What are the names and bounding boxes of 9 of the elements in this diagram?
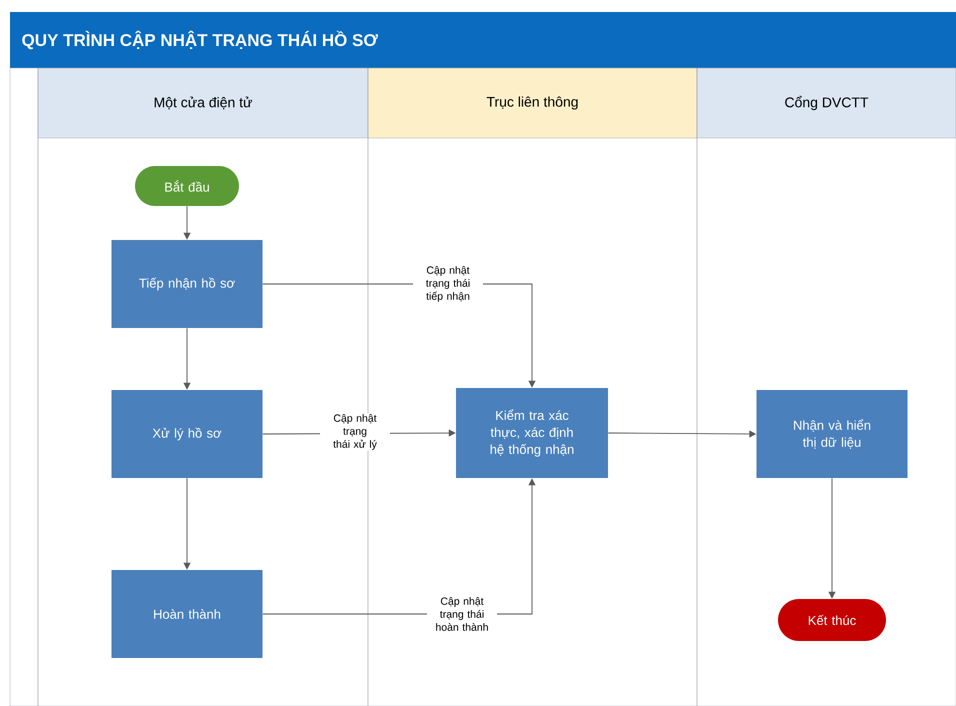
process-box: Xử lý hồ sơ bbox=[112, 390, 262, 478]
process-box: Tiếp nhận hồ sơ bbox=[112, 240, 262, 328]
process-box: Kiểm tra xác thực, xác định hệ thống nhận bbox=[456, 388, 608, 478]
title-bar: QUY TRÌNH CẬP NHẬT TRẠNG THÁI HỒ SƠ bbox=[10, 12, 956, 68]
process-box: Hoàn thành bbox=[112, 570, 262, 658]
edge-label: Cập nhật trạng thái xử lý bbox=[320, 413, 390, 451]
edge-label: Cập nhật trạng thái tiếp nhận bbox=[413, 265, 483, 303]
process-box: Nhận và hiển thị dữ liệu bbox=[756, 390, 908, 478]
edge-label: Cập nhật trạng thái hoàn thành bbox=[427, 596, 497, 632]
